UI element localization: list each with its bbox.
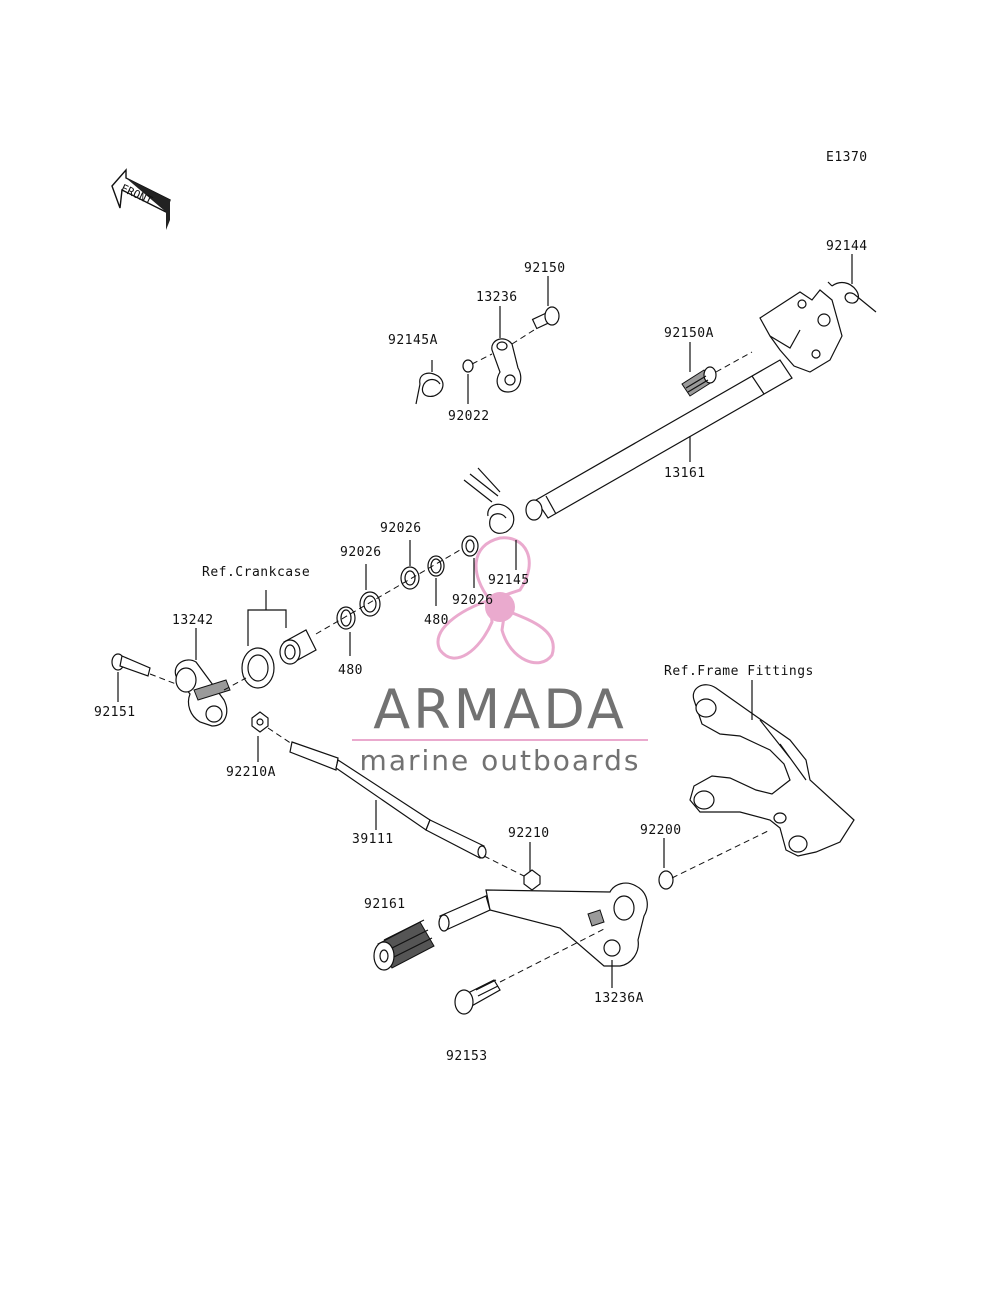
part-label-92026-b: 92026 bbox=[340, 545, 382, 560]
washer-92026-3 bbox=[359, 591, 381, 617]
spring-92144 bbox=[827, 281, 877, 313]
diagram-code: E1370 bbox=[826, 150, 868, 165]
arm-13242 bbox=[174, 659, 231, 727]
part-label-92150A: 92150A bbox=[664, 326, 714, 341]
part-label-92151: 92151 bbox=[94, 705, 136, 720]
shift-shaft-13161 bbox=[525, 289, 843, 521]
part-label-92145: 92145 bbox=[488, 573, 530, 588]
bolt-92153 bbox=[454, 979, 501, 1015]
spring-92145A bbox=[415, 372, 444, 405]
bolt-92150 bbox=[531, 306, 560, 330]
ref-crankcase-bracket bbox=[247, 609, 287, 646]
oil-seal bbox=[241, 647, 275, 689]
frame-fitting-bracket bbox=[689, 684, 855, 857]
part-label-92144: 92144 bbox=[826, 239, 868, 254]
part-label-13242: 13242 bbox=[172, 613, 214, 628]
part-label-92026-c: 92026 bbox=[452, 593, 494, 608]
part-label-480-b: 480 bbox=[338, 663, 363, 678]
watermark-brand: ARMADA bbox=[373, 678, 627, 741]
part-label-13236A: 13236A bbox=[594, 991, 644, 1006]
bolt-92151 bbox=[111, 653, 151, 677]
propeller-logo-icon bbox=[436, 536, 555, 665]
washer-92026-2 bbox=[400, 566, 420, 590]
ref-crankcase-label: Ref.Crankcase bbox=[202, 565, 310, 580]
part-label-92200: 92200 bbox=[640, 823, 682, 838]
part-label-92150: 92150 bbox=[524, 261, 566, 276]
lever-13236 bbox=[491, 338, 522, 393]
part-label-92210A: 92210A bbox=[226, 765, 276, 780]
nut-92210A bbox=[251, 711, 269, 733]
watermark: ARMADA marine outboards bbox=[352, 536, 648, 777]
spring-92145 bbox=[463, 467, 515, 534]
part-label-13236: 13236 bbox=[476, 290, 518, 305]
nut-92210 bbox=[523, 869, 541, 891]
part-label-92026-a: 92026 bbox=[380, 521, 422, 536]
part-label-92145A: 92145A bbox=[388, 333, 438, 348]
part-label-92161: 92161 bbox=[364, 897, 406, 912]
part-label-92153: 92153 bbox=[446, 1049, 488, 1064]
washer-92022 bbox=[462, 359, 474, 373]
needle-bearing bbox=[279, 629, 317, 665]
part-label-39111: 39111 bbox=[352, 832, 394, 847]
tie-rod-39111 bbox=[289, 741, 487, 859]
part-label-92210: 92210 bbox=[508, 826, 550, 841]
part-label-480-a: 480 bbox=[424, 613, 449, 628]
bolt-92150A bbox=[681, 366, 717, 397]
circlip-480-1 bbox=[427, 555, 445, 577]
washer-92026-1 bbox=[461, 535, 479, 557]
ref-frame-label: Ref.Frame Fittings bbox=[664, 664, 814, 679]
shift-pedal-13236A bbox=[438, 882, 648, 967]
part-label-13161: 13161 bbox=[664, 466, 706, 481]
pedal-rubber-92161 bbox=[373, 919, 435, 971]
washer-92200 bbox=[658, 870, 674, 890]
watermark-tagline: marine outboards bbox=[360, 744, 641, 777]
circlip-480-2 bbox=[336, 606, 356, 630]
part-label-92022: 92022 bbox=[448, 409, 490, 424]
front-arrow-icon: FRONT bbox=[111, 168, 171, 230]
